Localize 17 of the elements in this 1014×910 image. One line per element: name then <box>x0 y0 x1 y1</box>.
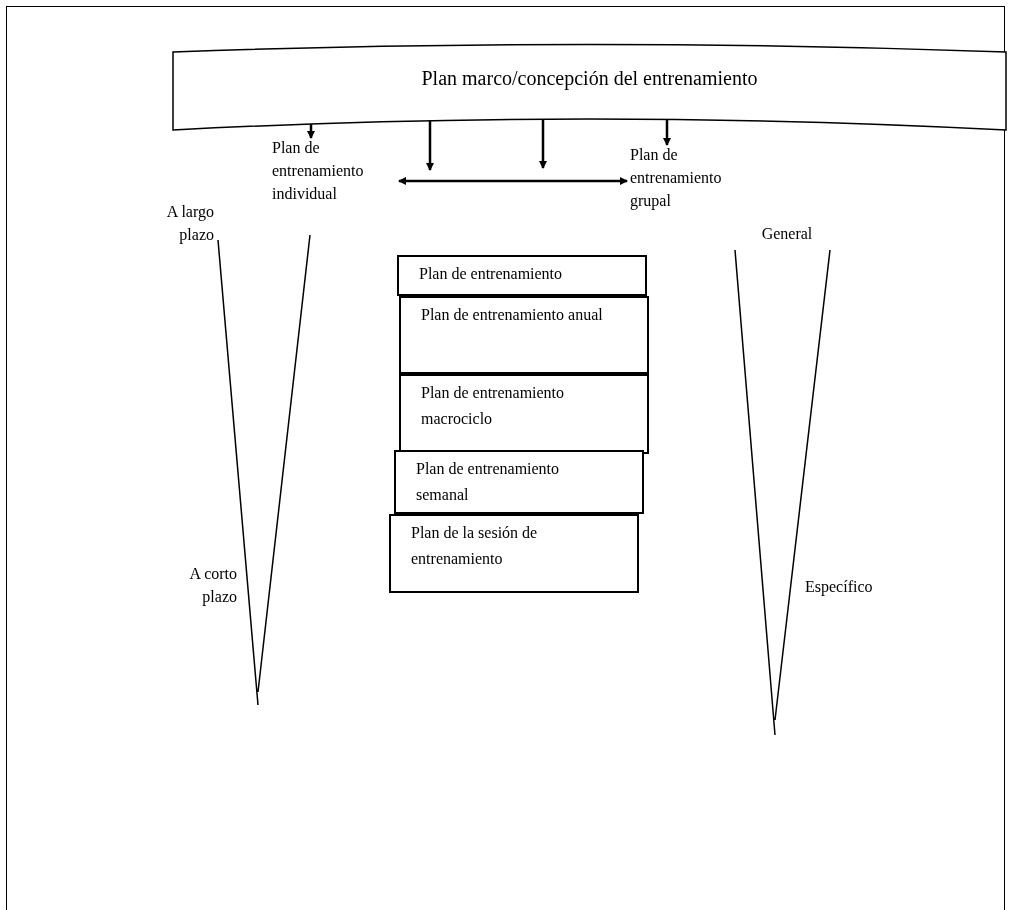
plan-box: Plan de entrenamiento macrociclo <box>399 374 649 454</box>
arrow <box>307 123 315 139</box>
plan-box: Plan de entrenamiento semanal <box>394 450 644 514</box>
scale-label: A largo plazo <box>165 202 214 246</box>
plan-label: Plan de entrenamiento grupal <box>630 143 755 213</box>
plan-box: Plan de entrenamiento <box>397 255 647 296</box>
plan-label: Plan de entrenamiento individual <box>272 136 397 206</box>
plan-box: Plan de la sesión de entrenamiento <box>389 514 639 593</box>
scale-label: General <box>760 224 814 244</box>
arrow <box>663 119 671 146</box>
scale-label: A corto plazo <box>188 564 237 608</box>
arrow <box>539 119 547 169</box>
scale-label: Específico <box>805 577 874 598</box>
arrow <box>426 120 434 171</box>
banner-shape: Plan marco/concepción del entrenamiento <box>172 42 1007 132</box>
plan-box: Plan de entrenamiento anual <box>399 296 649 374</box>
double-arrow <box>398 177 628 185</box>
